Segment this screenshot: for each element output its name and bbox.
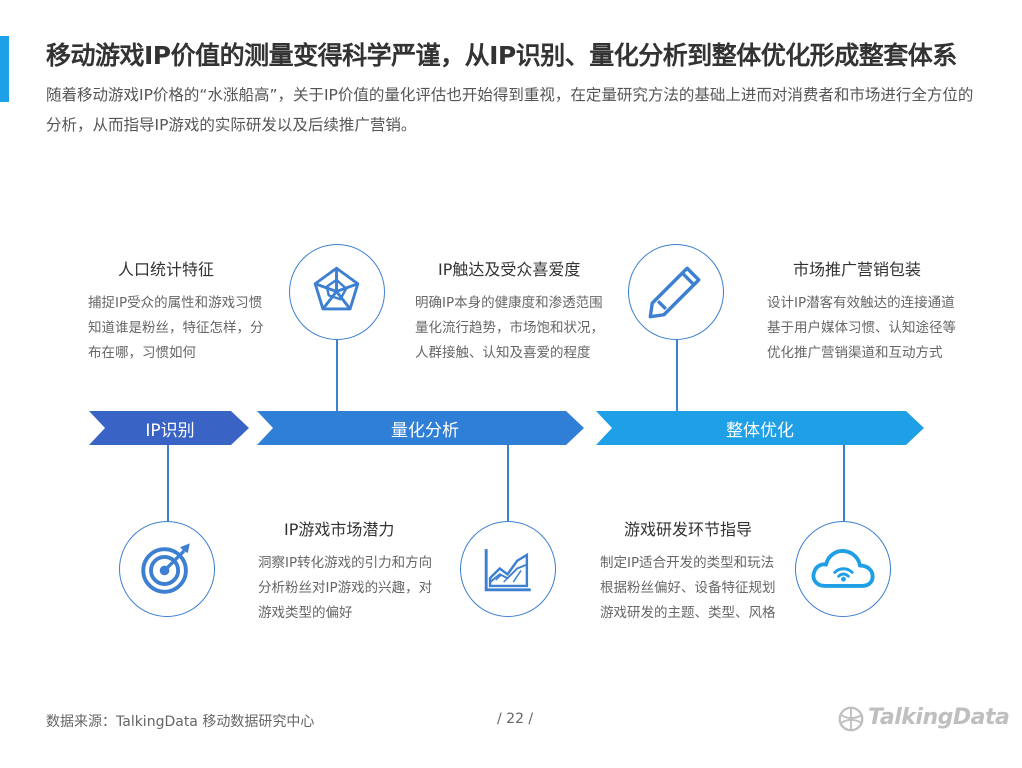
block-title-demographics: 人口统计特征 bbox=[118, 260, 215, 279]
connector-line bbox=[676, 340, 678, 411]
desc-line: 知道谁是粉丝，特征怎样，分 bbox=[88, 320, 264, 336]
stage-label-quant: 量化分析 bbox=[391, 421, 459, 441]
cloud-wifi-icon bbox=[795, 521, 891, 617]
block-desc-dev: 制定IP适合开发的类型和玩法 根据粉丝偏好、设备特征规划 游戏研发的主题、类型、… bbox=[600, 551, 776, 626]
block-desc-demographics: 捕捉IP受众的属性和游戏习惯 知道谁是粉丝，特征怎样，分 布在哪，习惯如何 bbox=[88, 291, 264, 366]
connector-line bbox=[507, 445, 509, 521]
desc-line: 分析粉丝对IP游戏的兴趣，对 bbox=[258, 580, 433, 596]
desc-line: 布在哪，习惯如何 bbox=[88, 345, 196, 361]
block-desc-marketing: 设计IP潜客有效触达的连接通道 基于用户媒体习惯、认知途径等 优化推广营销渠道和… bbox=[767, 291, 956, 366]
radar-chart-icon bbox=[289, 244, 385, 340]
block-title-reach: IP触达及受众喜爱度 bbox=[438, 260, 581, 279]
block-title-dev: 游戏研发环节指导 bbox=[624, 520, 753, 539]
connector-line bbox=[336, 340, 338, 411]
connector-line bbox=[167, 445, 169, 521]
block-title-marketing: 市场推广营销包装 bbox=[793, 260, 922, 279]
desc-line: 游戏研发的主题、类型、风格 bbox=[600, 605, 776, 621]
connector-line bbox=[843, 445, 845, 521]
page-number: / 22 / bbox=[497, 711, 534, 727]
desc-line: 明确IP本身的健康度和渗透范围 bbox=[415, 295, 603, 311]
desc-line: 设计IP潜客有效触达的连接通道 bbox=[767, 295, 955, 311]
desc-line: 捕捉IP受众的属性和游戏习惯 bbox=[88, 295, 263, 311]
desc-line: 制定IP适合开发的类型和玩法 bbox=[600, 555, 775, 571]
desc-line: 人群接触、认知及喜爱的程度 bbox=[415, 345, 591, 361]
area-chart-icon bbox=[460, 521, 556, 617]
stage-label-ip: IP识别 bbox=[145, 421, 195, 441]
title-accent-bar bbox=[0, 36, 9, 102]
desc-line: 量化流行趋势，市场饱和状况， bbox=[415, 320, 604, 336]
desc-line: 根据粉丝偏好、设备特征规划 bbox=[600, 580, 776, 596]
data-source: 数据来源：TalkingData 移动数据研究中心 bbox=[46, 714, 315, 730]
desc-line: 基于用户媒体习惯、认知途径等 bbox=[767, 320, 956, 336]
stage-label-opt: 整体优化 bbox=[726, 421, 794, 441]
page-subtitle: 随着移动游戏IP价格的“水涨船高”，关于IP价值的量化评估也开始得到重视，在定量… bbox=[46, 86, 974, 134]
page-title: 移动游戏IP价值的测量变得科学严谨，从IP识别、量化分析到整体优化形成整套体系 bbox=[46, 41, 957, 70]
talkingdata-logo-text: TalkingData bbox=[868, 705, 1010, 730]
pencil-icon bbox=[628, 244, 724, 340]
desc-line: 洞察IP转化游戏的引力和方向 bbox=[258, 555, 433, 571]
block-desc-potential: 洞察IP转化游戏的引力和方向 分析粉丝对IP游戏的兴趣，对 游戏类型的偏好 bbox=[258, 551, 432, 626]
block-title-potential: IP游戏市场潜力 bbox=[284, 520, 395, 539]
target-icon bbox=[119, 521, 215, 617]
block-desc-reach: 明确IP本身的健康度和渗透范围 量化流行趋势，市场饱和状况， 人群接触、认知及喜… bbox=[415, 291, 604, 366]
desc-line: 优化推广营销渠道和互动方式 bbox=[767, 345, 943, 361]
talkingdata-logo-icon bbox=[838, 706, 864, 732]
desc-line: 游戏类型的偏好 bbox=[258, 605, 353, 621]
